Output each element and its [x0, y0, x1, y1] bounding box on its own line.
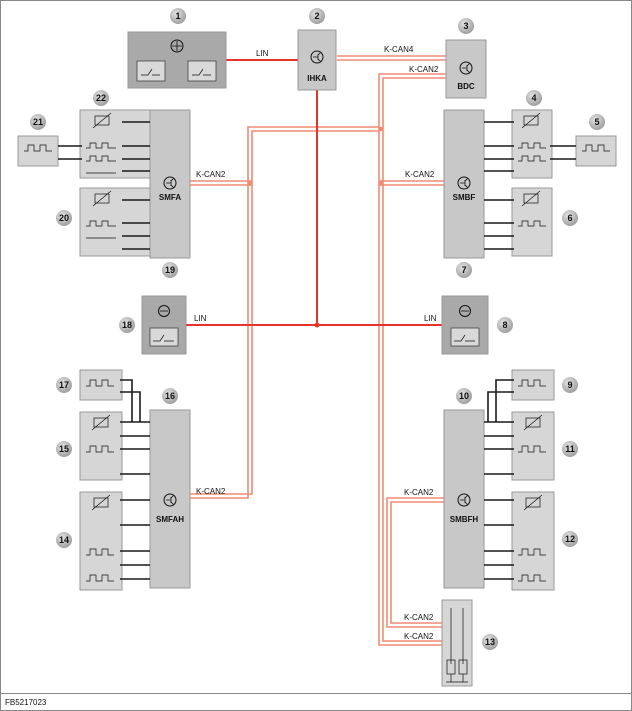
svg-text:5: 5 — [594, 117, 599, 127]
callout-14: 14 — [56, 532, 72, 548]
smfa-label: SMFA — [159, 193, 181, 202]
lin-bus-lines — [186, 59, 442, 326]
callout-18: 18 — [119, 317, 135, 333]
kcan2-label-smfah: K-CAN2 — [196, 487, 226, 496]
callout-21: 21 — [30, 114, 46, 130]
component-glyphs — [24, 112, 610, 683]
svg-text:14: 14 — [59, 535, 69, 545]
component-boxes — [17, 109, 617, 687]
callout-9: 9 — [562, 377, 578, 393]
kcan2-label-smbfh: K-CAN2 — [404, 488, 434, 497]
callout-6: 6 — [562, 210, 578, 226]
svg-text:15: 15 — [59, 444, 69, 454]
callout-4: 4 — [526, 90, 542, 106]
kcan4-label: K-CAN4 — [384, 45, 414, 54]
kcan2-label-smfa: K-CAN2 — [196, 170, 226, 179]
callout-3: 3 — [458, 18, 474, 34]
svg-text:10: 10 — [459, 391, 469, 401]
smbf-label: SMBF — [453, 193, 476, 202]
kcan-junctions — [247, 126, 384, 186]
svg-text:12: 12 — [565, 534, 575, 544]
svg-text:1: 1 — [175, 11, 180, 21]
callout-19: 19 — [162, 262, 178, 278]
lin-label-left: LIN — [194, 314, 207, 323]
callout-1: 1 — [170, 8, 186, 24]
callout-10: 10 — [456, 388, 472, 404]
svg-text:13: 13 — [485, 637, 495, 647]
kcan2-label-13a: K-CAN2 — [404, 613, 434, 622]
lin-label-right: LIN — [424, 314, 437, 323]
lin-junction — [314, 322, 320, 328]
svg-text:20: 20 — [59, 213, 69, 223]
unit-smbfh: SMBFH — [443, 409, 485, 589]
unit-8-switch — [441, 295, 489, 355]
kcan2-label-bdc: K-CAN2 — [409, 65, 439, 74]
callouts: 1 2 3 4 5 6 7 8 9 10 11 12 13 14 15 16 1… — [30, 8, 605, 650]
callout-20: 20 — [56, 210, 72, 226]
callout-7: 7 — [456, 262, 472, 278]
smbfh-label: SMBFH — [450, 515, 479, 524]
svg-text:8: 8 — [502, 320, 507, 330]
callout-15: 15 — [56, 441, 72, 457]
callout-17: 17 — [56, 377, 72, 393]
svg-text:19: 19 — [165, 265, 175, 275]
ihka-label: IHKA — [307, 74, 327, 83]
kcan2-label-13b: K-CAN2 — [404, 632, 434, 641]
svg-text:16: 16 — [165, 391, 175, 401]
callout-8: 8 — [497, 317, 513, 333]
svg-text:6: 6 — [567, 213, 572, 223]
callout-12: 12 — [562, 531, 578, 547]
unit-smbf: SMBF — [443, 109, 485, 259]
svg-text:9: 9 — [567, 380, 572, 390]
unit-smfah: SMFAH — [149, 409, 191, 589]
unit-1-control-panel — [127, 31, 227, 89]
svg-text:2: 2 — [314, 11, 319, 21]
unit-18-switch — [141, 295, 187, 355]
unit-3-bdc: BDC — [445, 39, 487, 99]
callout-2: 2 — [309, 8, 325, 24]
bdc-label: BDC — [457, 82, 475, 91]
unit-smfa: SMFA — [149, 109, 191, 259]
kcan-bus-lines — [190, 55, 446, 646]
svg-text:3: 3 — [463, 21, 468, 31]
callout-11: 11 — [562, 441, 578, 457]
callout-22: 22 — [93, 90, 109, 106]
svg-text:22: 22 — [96, 93, 106, 103]
svg-text:7: 7 — [461, 265, 466, 275]
callout-5: 5 — [589, 114, 605, 130]
reference-code: FB5217023 — [5, 698, 47, 707]
unit-2-ihka: IHKA — [297, 29, 337, 91]
kcan2-label-smbf: K-CAN2 — [405, 170, 435, 179]
svg-text:17: 17 — [59, 380, 69, 390]
callout-16: 16 — [162, 388, 178, 404]
component-wires — [58, 121, 576, 580]
svg-text:4: 4 — [531, 93, 536, 103]
svg-text:18: 18 — [122, 320, 132, 330]
lin-label-top: LIN — [256, 49, 269, 58]
svg-text:21: 21 — [33, 117, 43, 127]
svg-text:11: 11 — [565, 444, 575, 454]
smfah-label: SMFAH — [156, 515, 184, 524]
callout-13: 13 — [482, 634, 498, 650]
